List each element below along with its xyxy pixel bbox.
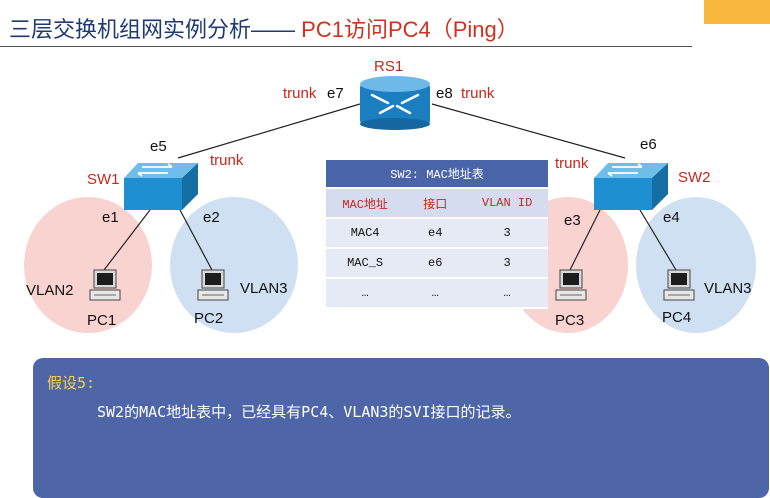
pc-icon [89,269,121,301]
table-cell: e6 [404,248,467,279]
mac-table-header: 接口 [404,188,467,219]
pc-icon [555,269,587,301]
corner-accent [704,0,770,24]
title-underline [0,46,692,47]
vlan3-zone-left [170,197,298,333]
note-text: SW2的MAC地址表中，已经具有PC4、VLAN3的SVI接口的记录。 [97,403,521,421]
page-title: 三层交换机组网实例分析—— PC1访问PC4（Ping） [9,12,519,44]
sw2-port-e4: e4 [663,209,680,226]
router-port-e8: e8 [436,85,453,102]
table-cell: MAC_S [326,248,405,279]
router-name: RS1 [374,58,404,75]
switch-icon [124,163,198,210]
table-cell: MAC4 [326,218,405,249]
pc2-name: PC2 [194,310,224,327]
table-cell: e4 [404,218,467,249]
table-cell: 3 [466,218,548,249]
network-diagram [24,76,756,333]
title-dash: —— [251,17,296,42]
sw1-trunk: trunk [210,152,244,169]
sw2-trunk: trunk [555,155,589,172]
assumption-note: 假设5: SW2的MAC地址表中，已经具有PC4、VLAN3的SVI接口的记录。 [33,358,769,498]
link-sw1-pc2 [179,209,213,271]
pc-icon [197,269,229,301]
sw2-port-e6: e6 [640,136,657,153]
link-sw2-pc3 [569,209,601,271]
sw2-name: SW2 [678,169,711,186]
sw1-port-e1: e1 [102,209,119,226]
link-sw2-pc4 [639,209,677,271]
mac-table-header: VLAN ID [466,188,548,219]
switch-icon [594,163,668,210]
router-trunk-right: trunk [461,85,495,102]
mac-table-header: MAC地址 [326,188,405,219]
mac-table-caption: SW2: MAC地址表 [326,160,548,189]
pc3-name: PC3 [555,312,585,329]
pc1-vlan: VLAN2 [26,282,74,299]
sw1-port-e2: e2 [203,209,220,226]
sw1-name: SW1 [87,171,120,188]
router-icon [360,76,430,130]
sw2-port-e3: e3 [564,212,581,229]
router-port-e7: e7 [327,85,344,102]
sw1-port-e5: e5 [150,138,167,155]
pc4-name: PC4 [662,309,692,326]
links [103,103,677,271]
pc4-vlan: VLAN3 [704,280,752,297]
note-heading: 假设5: [47,374,96,392]
title-sub: PC1访问PC4（Ping） [301,17,519,42]
link-rs1-sw2 [431,103,626,159]
table-row: … … … [326,278,548,309]
pc2-vlan: VLAN3 [240,280,288,297]
link-rs1-sw1 [177,103,361,159]
table-cell: 3 [466,248,548,279]
table-row: MAC4 e4 3 [326,218,548,249]
table-cell: … [404,278,467,309]
vlan3-zone-right [636,197,756,333]
pc-icon [663,269,695,301]
router-trunk-left: trunk [283,85,317,102]
table-row: MAC_S e6 3 [326,248,548,279]
table-cell: … [326,278,405,309]
table-cell: … [466,278,548,309]
link-sw1-pc1 [103,209,151,271]
pc1-name: PC1 [87,312,117,329]
title-main: 三层交换机组网实例分析 [9,17,252,42]
mac-address-table: SW2: MAC地址表 MAC地址 接口 VLAN ID MAC4 e4 3 M… [326,160,548,309]
